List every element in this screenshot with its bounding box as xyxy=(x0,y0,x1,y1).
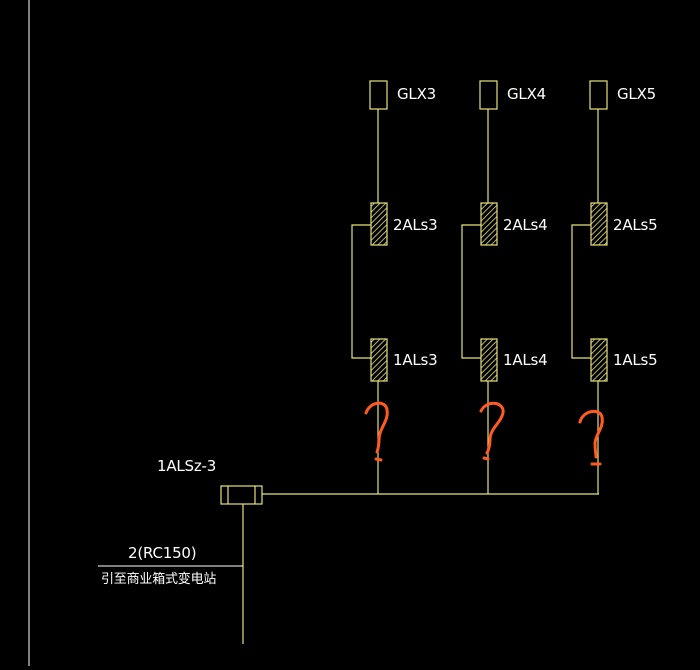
1als5-label: 1ALs5 xyxy=(613,351,658,369)
switch-1als xyxy=(370,338,388,382)
switch-2als xyxy=(370,202,388,246)
junction-label: 1ALSz-3 xyxy=(157,457,217,475)
question-mark-icon xyxy=(479,401,505,455)
question-mark-icon xyxy=(364,401,389,454)
switch-1als xyxy=(590,338,608,382)
question-mark-icon xyxy=(578,409,604,459)
2als5-label: 2ALs5 xyxy=(613,216,658,234)
glx3-label: GLX3 xyxy=(397,85,436,103)
2als4-label: 2ALs4 xyxy=(503,216,548,234)
feeder-cable-label: 2(RC150) xyxy=(128,544,197,562)
question-mark-icon xyxy=(374,457,383,462)
2als3-label: 2ALs3 xyxy=(393,216,438,234)
feeder-destination-label: 引至商业箱式变电站 xyxy=(101,572,217,587)
loop-line xyxy=(351,224,371,359)
branch-1 xyxy=(351,80,388,494)
glx-box xyxy=(479,80,498,110)
switch-2als xyxy=(590,202,608,246)
question-mark-icon xyxy=(482,456,490,461)
glx-box xyxy=(589,80,608,110)
loop-line xyxy=(461,224,481,359)
switch-2als xyxy=(480,202,498,246)
annotation-marks xyxy=(364,401,604,466)
branch-3 xyxy=(571,80,608,494)
branch-2 xyxy=(461,80,498,494)
glx-box xyxy=(369,80,388,110)
glx4-label: GLX4 xyxy=(507,85,546,103)
glx5-label: GLX5 xyxy=(617,85,656,103)
junction-box xyxy=(220,485,263,505)
switch-1als xyxy=(480,338,498,382)
loop-line xyxy=(571,224,591,359)
1als4-label: 1ALs4 xyxy=(503,351,548,369)
1als3-label: 1ALs3 xyxy=(393,351,438,369)
